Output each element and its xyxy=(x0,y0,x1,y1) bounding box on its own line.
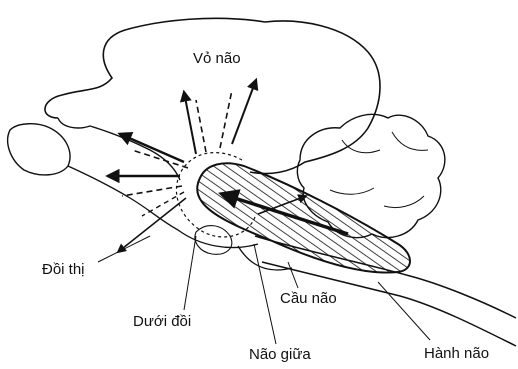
label-medulla: Hành não xyxy=(424,346,489,361)
cortex-arrow-1 xyxy=(184,92,196,154)
label-thalamus: Đồi thị xyxy=(42,262,85,277)
cortex-arrow-3 xyxy=(120,134,184,162)
leader-thalamus xyxy=(98,236,150,262)
frontal-lower-outline xyxy=(58,118,180,180)
leader-pons xyxy=(288,262,298,288)
cerebellum-fold-1 xyxy=(342,140,380,153)
cortex-arrow-2 xyxy=(232,80,256,144)
dashed-ray-2 xyxy=(220,90,232,148)
cerebellum-fold-3 xyxy=(392,132,428,150)
label-hypothalamus: Dưới đồi xyxy=(133,314,191,329)
dashed-ray-1 xyxy=(196,100,206,152)
cerebellum-fold-4 xyxy=(384,196,424,208)
label-midbrain: Não giữa xyxy=(249,347,311,362)
olfactory-bulb xyxy=(8,124,70,175)
leader-hypothalamus xyxy=(184,236,196,310)
leader-midbrain xyxy=(254,244,276,344)
cerebellum-fold-2 xyxy=(330,188,374,194)
label-cortex: Vỏ não xyxy=(193,51,241,66)
pons-bulge xyxy=(238,246,292,270)
leader-medulla xyxy=(378,282,430,340)
dashed-ray-4 xyxy=(122,186,182,196)
cortex-arrow-5 xyxy=(118,198,186,252)
cerebrum-outline xyxy=(45,18,380,173)
reticular-formation xyxy=(197,163,410,272)
hypothalamus-shape xyxy=(195,226,232,255)
label-pons: Cầu não xyxy=(280,291,337,306)
